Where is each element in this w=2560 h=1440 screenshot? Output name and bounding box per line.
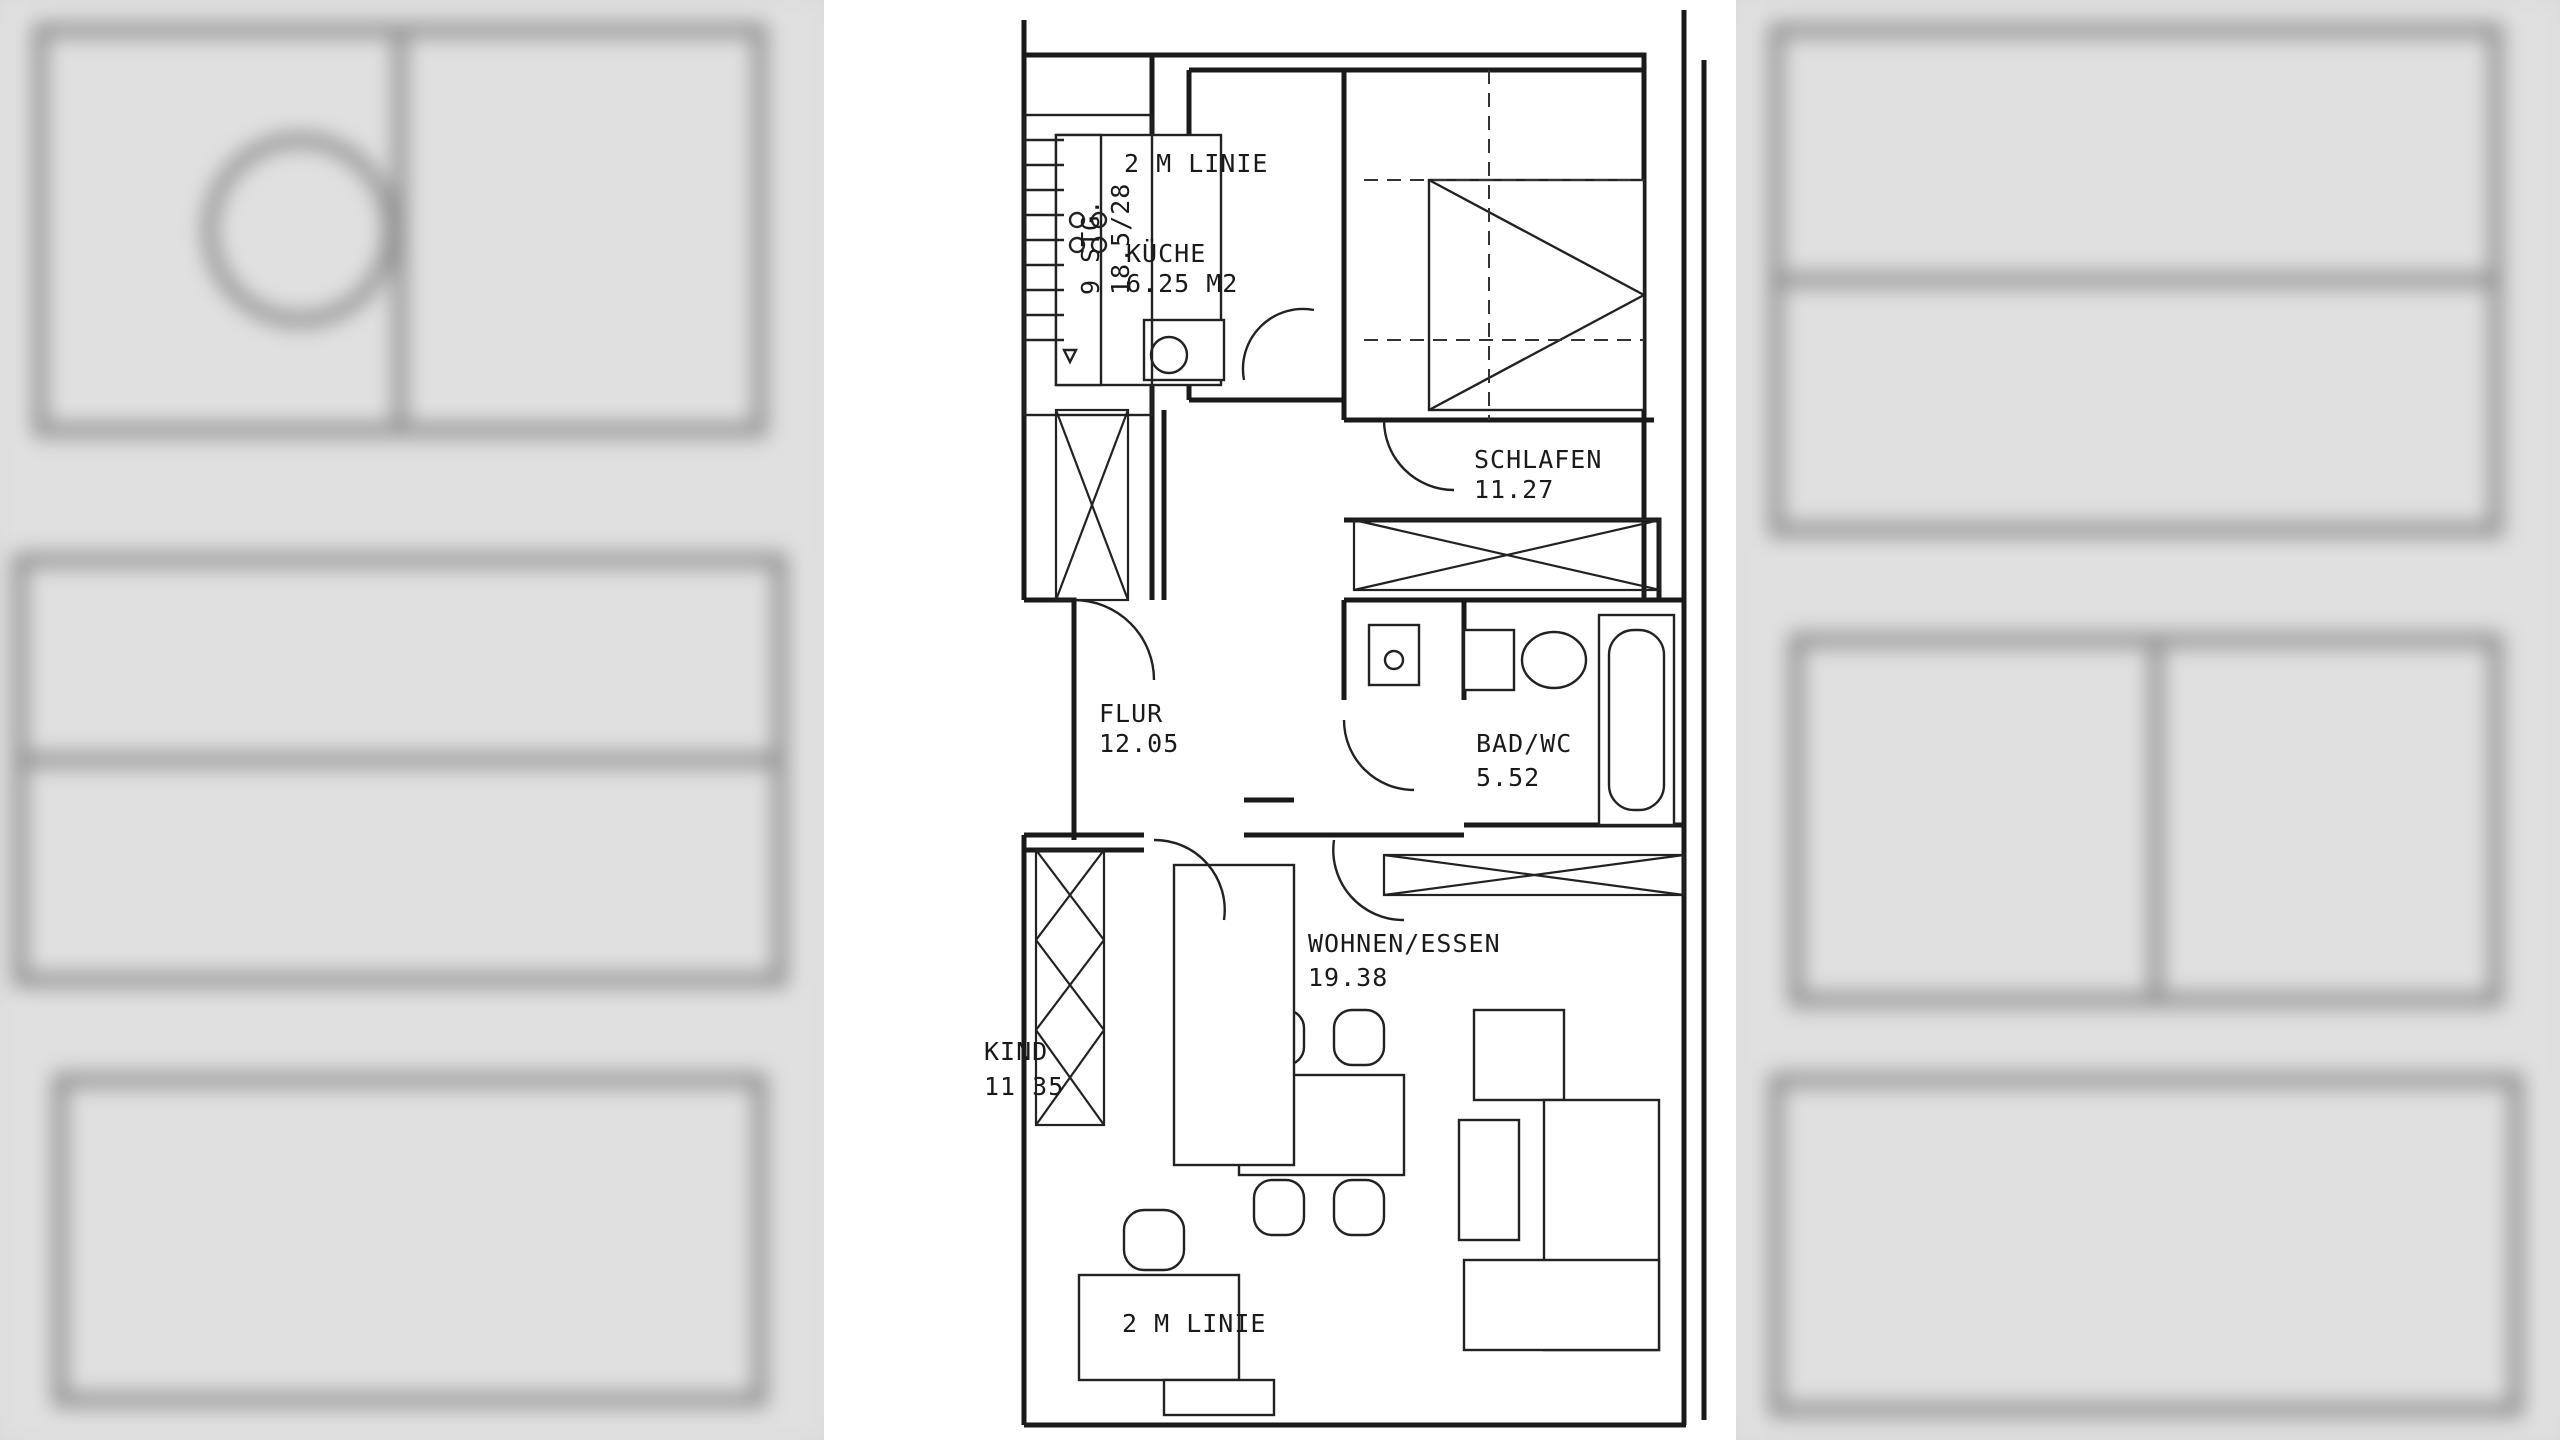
room-name-kind: KIND bbox=[984, 1037, 1048, 1066]
stairs bbox=[1022, 113, 1154, 417]
bed bbox=[1364, 70, 1646, 420]
stairs-size-label: 18.5/28 bbox=[1106, 183, 1135, 295]
room-name-wohnen: WOHNEN/ESSEN bbox=[1308, 929, 1501, 958]
room-area-kueche: 6.25 M2 bbox=[1126, 269, 1238, 298]
stairs-count-label: 9 STG. bbox=[1076, 199, 1105, 295]
room-name-kueche: KÜCHE bbox=[1126, 239, 1206, 268]
kitchen-counters bbox=[1054, 133, 1226, 387]
floor-plan-drawing: 2 M LINIE KÜCHE 6.25 M2 SCHLAFEN 11.27 F… bbox=[984, 10, 1707, 1428]
walls bbox=[1021, 10, 1707, 1428]
room-name-flur: FLUR bbox=[1099, 699, 1163, 728]
floor-plan: 2 M LINIE KÜCHE 6.25 M2 SCHLAFEN 11.27 F… bbox=[824, 0, 1736, 1440]
bathroom-fixtures bbox=[1367, 613, 1676, 827]
room-name-schlafen: SCHLAFEN bbox=[1474, 445, 1602, 474]
note-line-bottom: 2 M LINIE bbox=[1122, 1309, 1266, 1338]
room-area-bad: 5.52 bbox=[1476, 763, 1540, 792]
blurred-background-right bbox=[1736, 0, 2560, 1440]
storage-units bbox=[1034, 408, 1686, 1127]
room-labels: 2 M LINIE KÜCHE 6.25 M2 SCHLAFEN 11.27 F… bbox=[984, 149, 1602, 1338]
lounge-set bbox=[1457, 1008, 1661, 1352]
door-swings bbox=[1073, 307, 1455, 922]
room-area-wohnen: 19.38 bbox=[1308, 963, 1388, 992]
child-room-furniture bbox=[1077, 863, 1296, 1417]
blurred-background-left bbox=[0, 0, 824, 1440]
room-area-flur: 12.05 bbox=[1099, 729, 1179, 758]
note-line-top: 2 M LINIE bbox=[1124, 149, 1268, 178]
room-name-bad: BAD/WC bbox=[1476, 729, 1572, 758]
room-area-schlafen: 11.27 bbox=[1474, 475, 1554, 504]
room-area-kind: 11.35 bbox=[984, 1072, 1064, 1101]
